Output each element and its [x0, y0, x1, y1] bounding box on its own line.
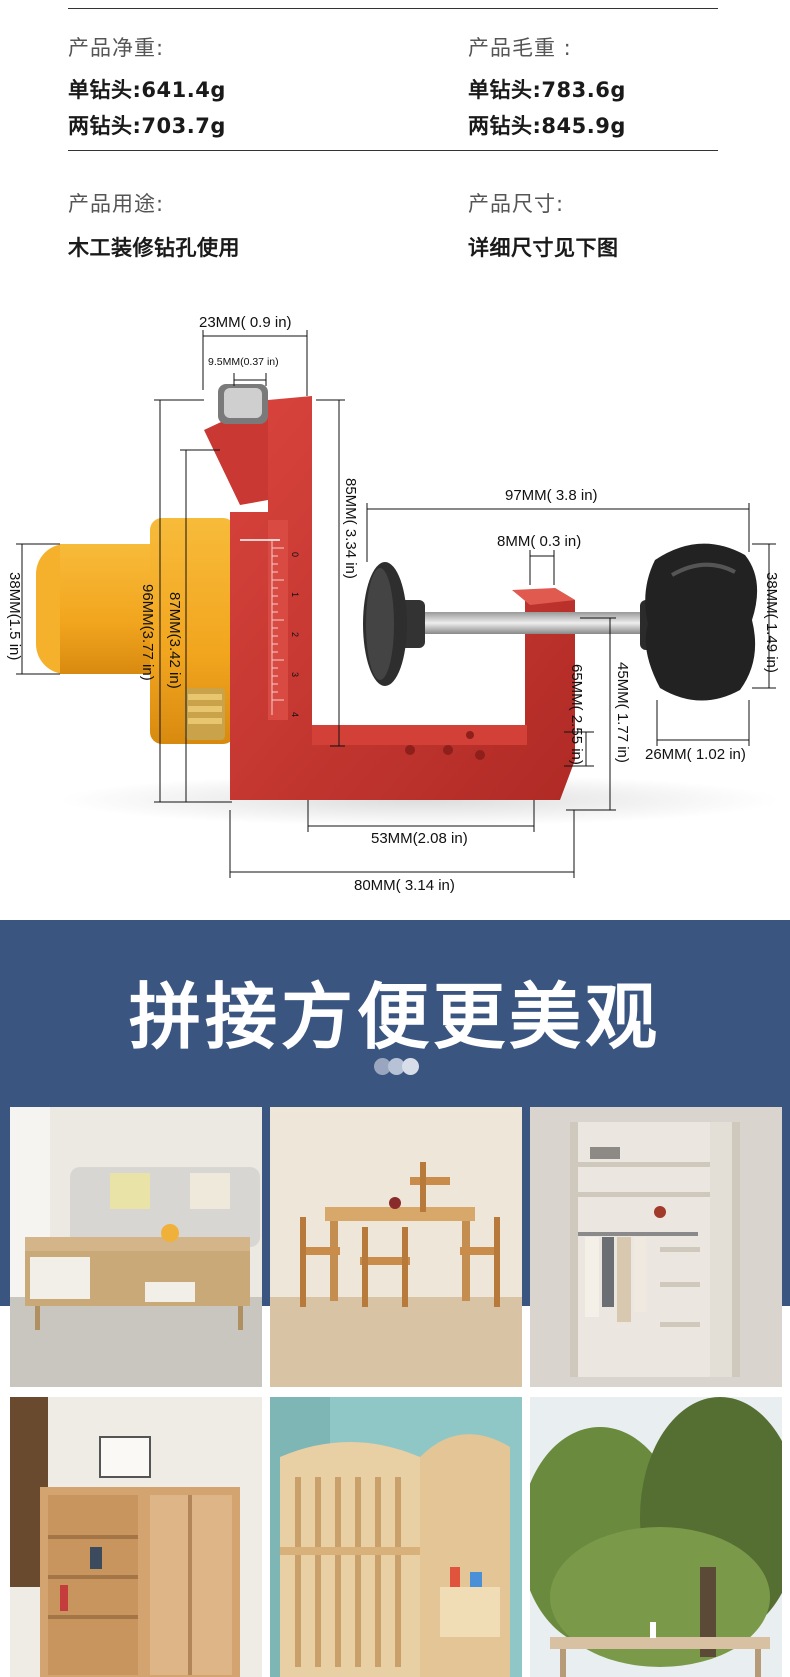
red-jig-frame — [204, 384, 575, 800]
dimension-diagram: 0 1 2 3 4 23MM( 0.9 in) 9.5MM(0.37 in) 8 — [0, 290, 790, 920]
size-value: 详细尺寸见下图 — [468, 236, 619, 260]
dim-9-5mm: 9.5MM(0.37 in) — [208, 356, 279, 368]
dim-26mm: 26MM( 1.02 in) — [645, 746, 746, 763]
photo-crib — [270, 1397, 522, 1677]
dim-96mm: 96MM(3.77 in) — [139, 584, 156, 681]
dim-65mm: 65MM( 2.55 in) — [568, 664, 585, 765]
dowel-jig-drawing: 0 1 2 3 4 23MM( 0.9 in) 9.5MM(0.37 in) 8 — [6, 314, 780, 894]
dim-38mm-right: 38MM( 1.49 in) — [763, 572, 780, 673]
dim-80mm: 80MM( 3.14 in) — [354, 877, 455, 894]
dim-97mm: 97MM( 3.8 in) — [505, 487, 598, 504]
jig-ruler: 0 1 2 3 4 — [271, 540, 300, 717]
clamp-screw — [363, 562, 655, 686]
dim-53mm: 53MM(2.08 in) — [371, 830, 468, 847]
gross-weight-single: 单钻头:783.6g — [468, 78, 626, 102]
ruler-mark-3: 3 — [290, 672, 300, 677]
dot-indicator — [388, 1058, 405, 1075]
gross-weight-double: 两钻头:845.9g — [468, 114, 626, 138]
divider — [68, 150, 718, 151]
ruler-mark-4: 4 — [290, 712, 300, 717]
dim-23mm: 23MM( 0.9 in) — [199, 314, 292, 331]
drill-guide-body — [36, 518, 235, 744]
spec-section: 产品净重: 产品毛重 : 单钻头:641.4g 两钻头:703.7g 单钻头:7… — [0, 0, 790, 290]
ruler-mark-0: 0 — [290, 552, 300, 557]
gross-weight-label: 产品毛重 : — [468, 36, 572, 60]
dimension-lines — [16, 330, 776, 878]
dot-indicator — [374, 1058, 391, 1075]
banner-title: 拼接方便更美观 — [128, 975, 661, 1059]
photo-shoe-cabinet — [10, 1397, 262, 1677]
net-weight-label: 产品净重: — [68, 36, 165, 60]
dim-38mm-left: 38MM(1.5 in) — [6, 572, 23, 660]
dim-85mm: 85MM( 3.34 in) — [342, 478, 359, 579]
usage-value: 木工装修钻孔使用 — [68, 236, 240, 260]
dim-87mm: 87MM(3.42 in) — [166, 592, 183, 689]
photo-garden — [530, 1397, 782, 1677]
usage-label: 产品用途: — [68, 192, 165, 216]
photo-dining-set — [270, 1107, 522, 1387]
size-label: 产品尺寸: — [468, 192, 565, 216]
ruler-mark-2: 2 — [290, 632, 300, 637]
photo-wardrobe — [530, 1107, 782, 1387]
carousel-dots — [374, 1058, 424, 1078]
dot-indicator — [402, 1058, 419, 1075]
divider — [68, 8, 718, 9]
net-weight-single: 单钻头:641.4g — [68, 78, 226, 102]
dim-8mm: 8MM( 0.3 in) — [497, 533, 581, 550]
ruler-mark-1: 1 — [290, 592, 300, 597]
photo-coffee-table — [10, 1107, 262, 1387]
net-weight-double: 两钻头:703.7g — [68, 114, 226, 138]
star-knob — [640, 543, 758, 701]
dim-45mm: 45MM( 1.77 in) — [614, 662, 631, 763]
